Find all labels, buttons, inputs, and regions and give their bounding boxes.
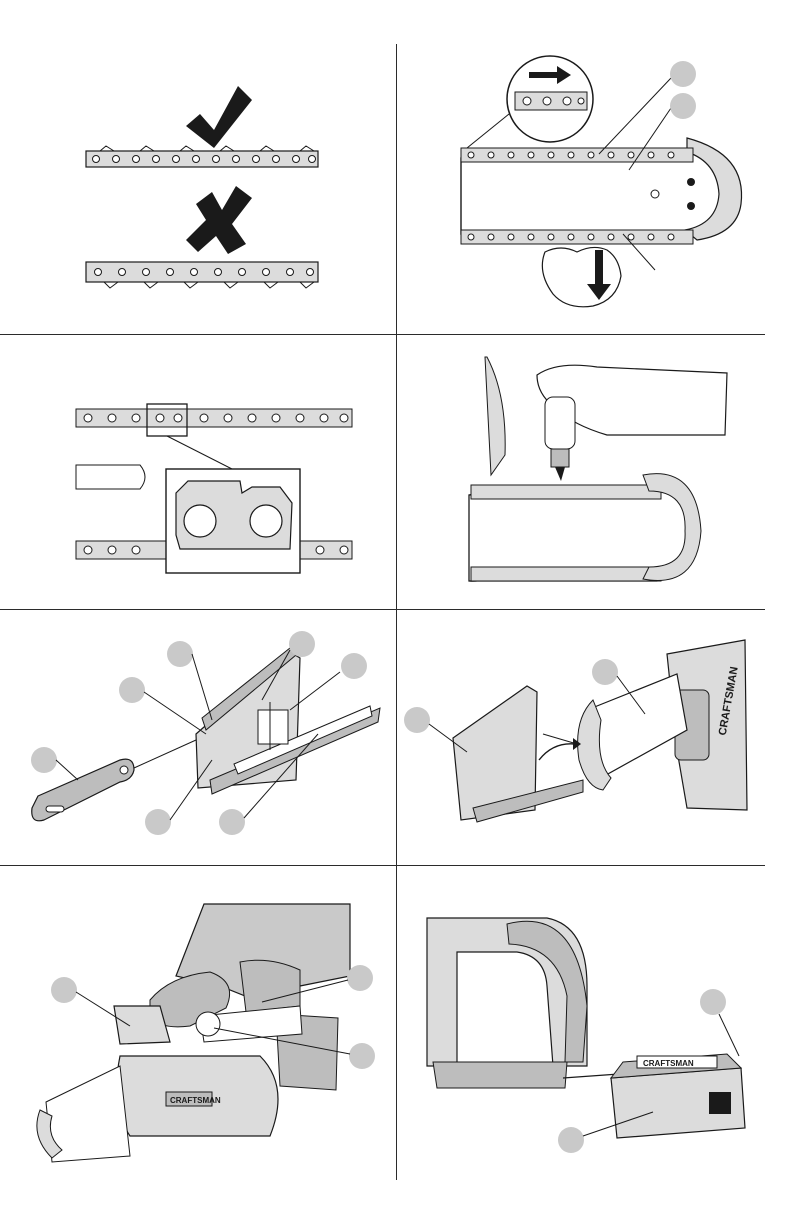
panel-chain-direction [397,44,765,334]
x-mark-icon [186,186,252,254]
saw-logo-text-2: CRAFTSMAN [170,1096,221,1105]
rotate-arrow-icon [539,734,581,760]
check-mark-icon [186,86,252,148]
magnifier-callout [467,56,593,148]
chain-bar-top [578,674,687,790]
chain-correct [86,146,318,167]
panel-battery-install: CRAFTSMAN [397,866,765,1180]
hand [542,247,621,306]
chain-incorrect [86,262,318,288]
chain-top [461,148,693,162]
hand-with-bottle [537,365,727,481]
panel-hands-on-saw: CRAFTSMAN [0,866,396,1180]
link-zoom-box [166,469,300,573]
panel-chain-link-detail [0,335,396,609]
tool-handle [427,918,587,1088]
saw-body: CRAFTSMAN [114,1006,338,1136]
wrench-icon [32,740,196,821]
panel-oiling-chain [397,335,765,609]
panel-scabbard-parts [0,610,396,865]
chain-bottom [461,230,693,244]
scabbard-2 [453,686,583,822]
guide-bar-oiling [469,474,701,581]
battery-pack: CRAFTSMAN [611,1054,745,1138]
battery-logo-text: CRAFTSMAN [643,1059,694,1068]
panel-chain-orientation [0,44,396,334]
chain-bar-side [37,1066,130,1162]
gloved-arms [150,904,350,1027]
oil-bottle-icon [545,397,575,481]
bar-tip-outline [76,465,145,489]
chain-top-detail [76,404,352,469]
panel-scabbard-install: CRAFTSMAN [397,610,765,865]
